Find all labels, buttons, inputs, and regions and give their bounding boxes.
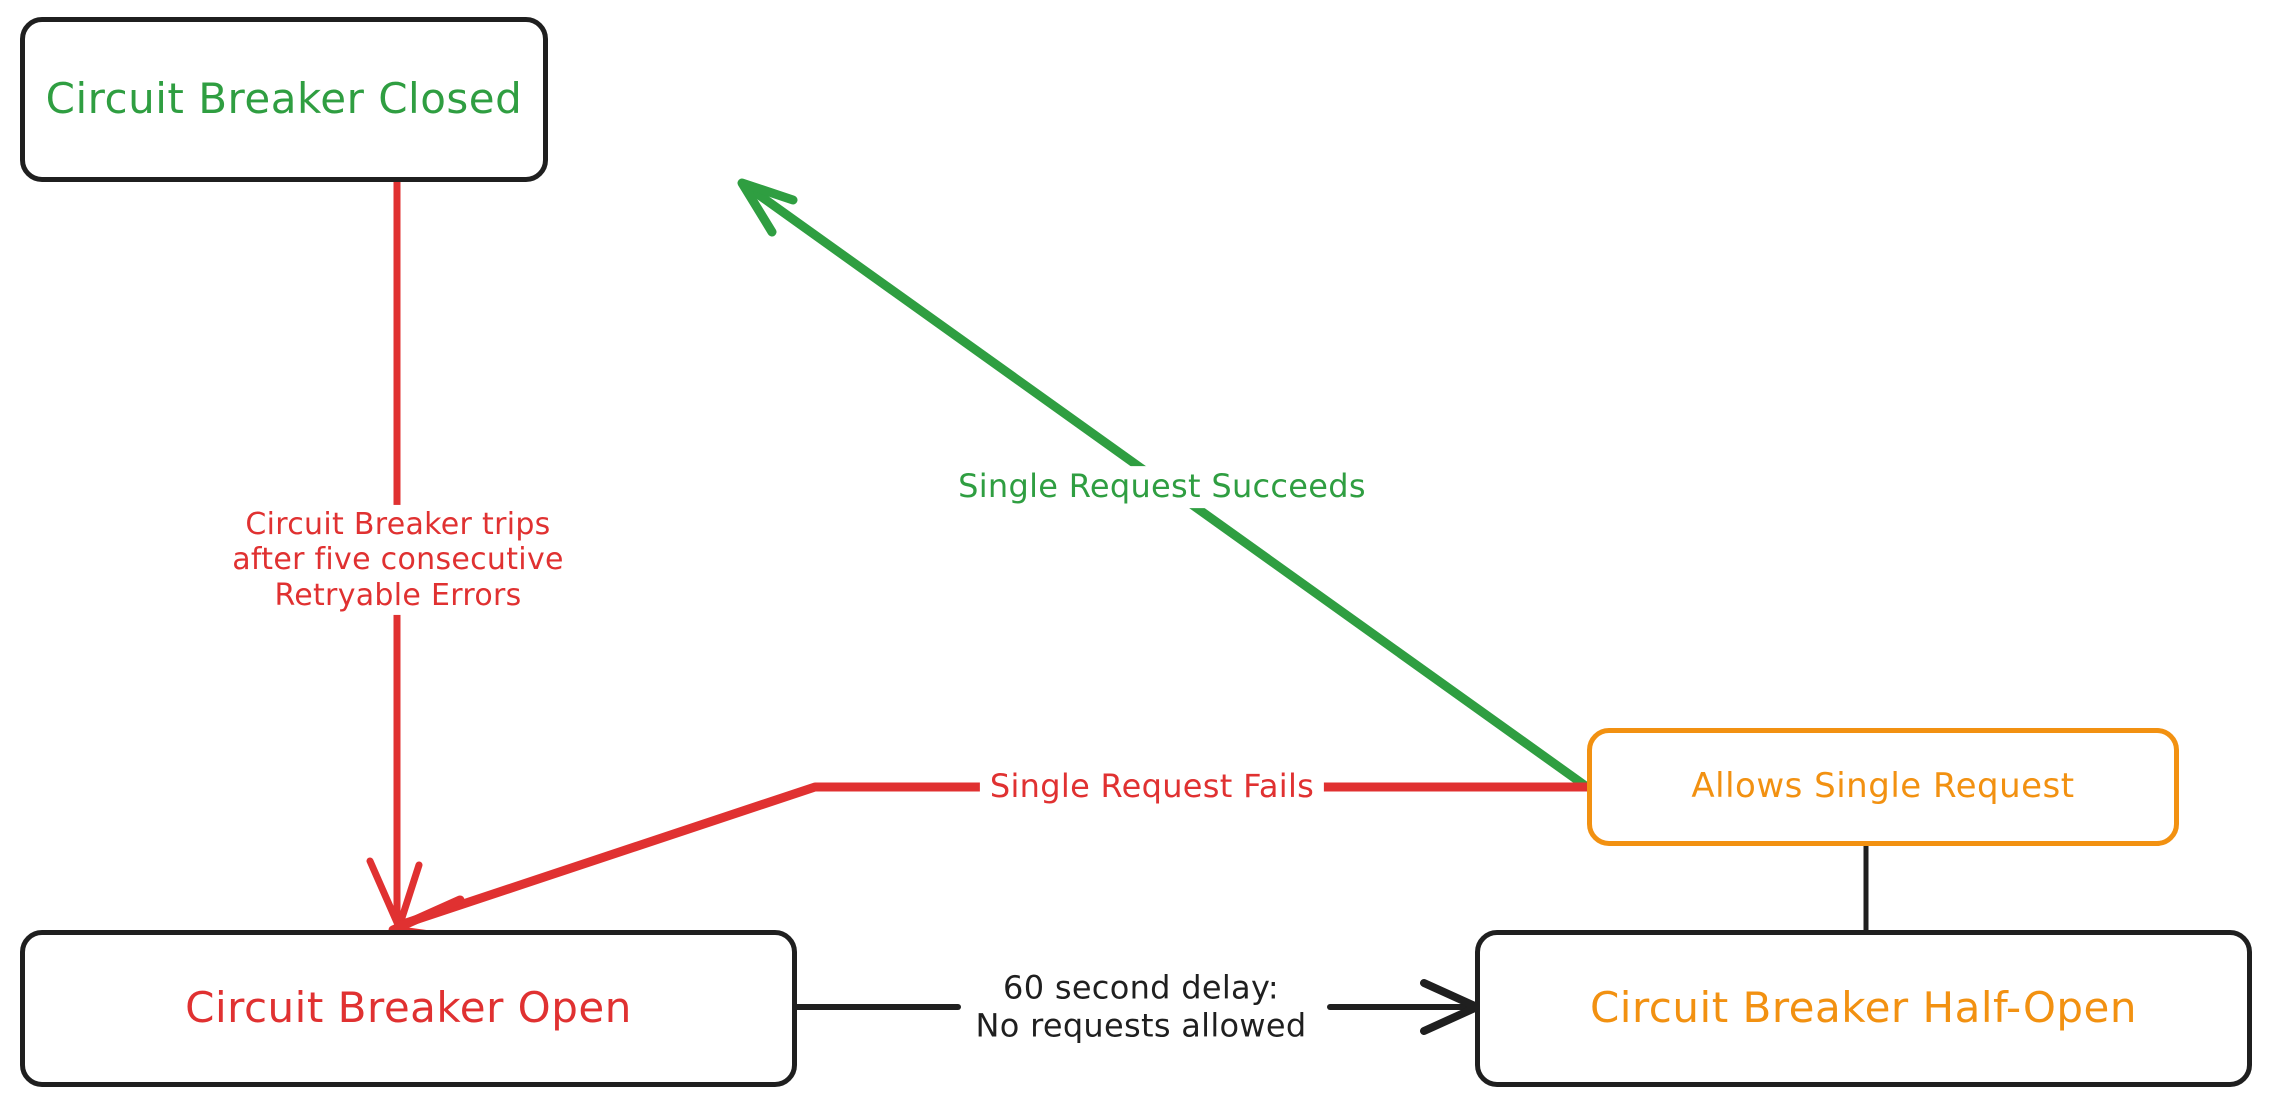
node-allows-single-request-label: Allows Single Request (1691, 766, 2075, 807)
edge-label-60-second-delay: 60 second delay: No requests allowed (965, 967, 1317, 1047)
node-circuit-breaker-closed[interactable]: Circuit Breaker Closed (20, 17, 548, 182)
node-circuit-breaker-half-open[interactable]: Circuit Breaker Half-Open (1475, 930, 2252, 1087)
node-circuit-breaker-open[interactable]: Circuit Breaker Open (20, 930, 797, 1087)
edge-allows-to-open (388, 782, 1592, 942)
edge-label-single-request-fails: Single Request Fails (979, 766, 1325, 808)
node-circuit-breaker-open-label: Circuit Breaker Open (185, 983, 632, 1033)
edge-label-circuit-breaker-trips: Circuit Breaker trips after five consecu… (224, 504, 572, 616)
node-allows-single-request[interactable]: Allows Single Request (1587, 728, 2179, 846)
node-circuit-breaker-closed-label: Circuit Breaker Closed (45, 74, 523, 124)
node-circuit-breaker-half-open-label: Circuit Breaker Half-Open (1589, 983, 2138, 1033)
edge-label-single-request-succeeds: Single Request Succeeds (948, 466, 1376, 508)
